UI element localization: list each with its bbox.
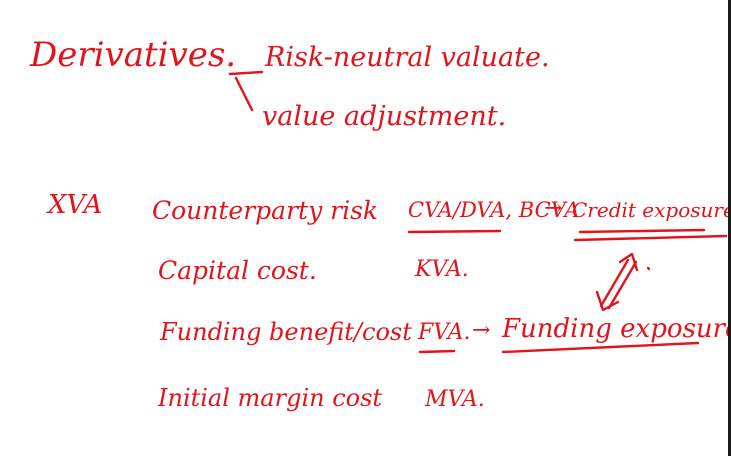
- arrow-dot: [646, 266, 651, 271]
- row-funding-measure: FVA.: [418, 320, 471, 345]
- row-counterparty-arrow: →: [544, 196, 563, 221]
- row-funding-arrow: →: [472, 318, 491, 343]
- row-margin-driver: Initial margin cost: [158, 384, 383, 412]
- credit-exposure-underline-2: [573, 234, 728, 242]
- funding-exposure-underline: [501, 341, 700, 354]
- row-capital-measure: KVA.: [415, 257, 469, 282]
- row-funding-driver: Funding benefit/cost: [160, 318, 412, 346]
- xva-label: XVA: [48, 190, 103, 220]
- double-arrow-head-bottom: [595, 290, 620, 312]
- row-margin-measure: MVA.: [425, 387, 485, 412]
- row-capital-driver: Capital cost.: [158, 256, 317, 285]
- credit-exposure-underline-1: [578, 228, 706, 234]
- bracket-vertical-stroke: [234, 76, 254, 112]
- row-counterparty-measure: CVA/DVA, BCVA: [408, 198, 580, 222]
- cva-dva-underline: [407, 229, 502, 234]
- double-arrow-shaft: [599, 258, 630, 308]
- value-adjustment-branch: value adjustment.: [262, 101, 507, 132]
- funding-exposure-label: Funding exposure: [502, 314, 731, 344]
- right-frame-border: [728, 0, 731, 456]
- double-arrow-shaft-2: [607, 260, 638, 310]
- fva-underline: [418, 349, 456, 354]
- credit-exposure-label: Credit exposure: [572, 198, 731, 222]
- double-arrow-head-top: [618, 252, 639, 272]
- risk-neutral-branch: Risk-neutral valuate.: [265, 42, 550, 73]
- row-counterparty-driver: Counterparty risk: [152, 196, 379, 225]
- derivatives-heading: Derivatives.: [30, 35, 237, 75]
